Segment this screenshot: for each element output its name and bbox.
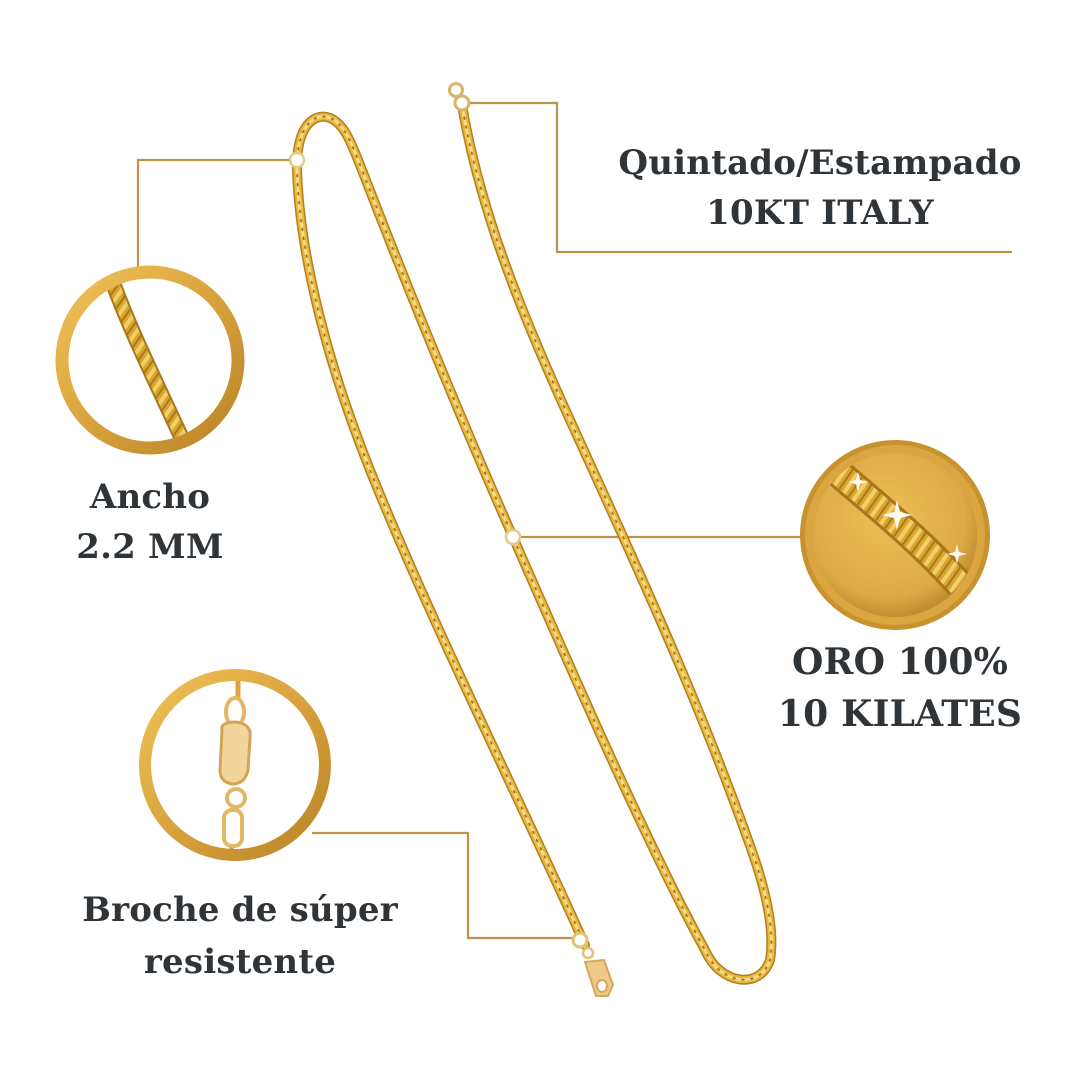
sparkle-icon xyxy=(848,472,967,564)
anchor-dot-width xyxy=(288,151,306,169)
callout-anchor-dots xyxy=(288,151,522,546)
width-line-2: 2.2 MM xyxy=(76,527,224,567)
anchor-dot-gold xyxy=(504,528,522,546)
callout-clasp-label: Broche de súper resistente xyxy=(40,884,440,988)
clasp-line-1: Broche de súper xyxy=(82,890,398,930)
rope-chain xyxy=(291,100,777,985)
gold-coin-sparkle-chain-icon xyxy=(800,440,990,630)
gold-line-1: ORO 100% xyxy=(791,641,1009,683)
magnifier-ring-lobster-clasp-icon xyxy=(139,669,331,861)
width-line-1: Ancho xyxy=(89,477,211,517)
chain-end-ring-icon xyxy=(448,82,471,112)
callout-stamp-label: Quintado/Estampado 10KT ITALY xyxy=(590,138,1050,238)
lobster-clasp-icon xyxy=(571,931,615,997)
callout-line-width xyxy=(136,158,297,272)
callout-line-clasp xyxy=(312,831,578,940)
callout-gold-label: ORO 100% 10 KILATES xyxy=(750,636,1050,740)
stamp-line-2: 10KT ITALY xyxy=(706,193,934,233)
stamp-line-1: Quintado/Estampado xyxy=(618,143,1022,183)
magnifier-ring-chain-detail-icon xyxy=(55,265,245,455)
clasp-line-2: resistente xyxy=(143,942,337,982)
gold-line-2: 10 KILATES xyxy=(777,693,1023,735)
callout-lines xyxy=(136,101,1012,940)
callout-width-label: Ancho 2.2 MM xyxy=(40,472,260,572)
callout-line-stamp xyxy=(462,101,1012,254)
